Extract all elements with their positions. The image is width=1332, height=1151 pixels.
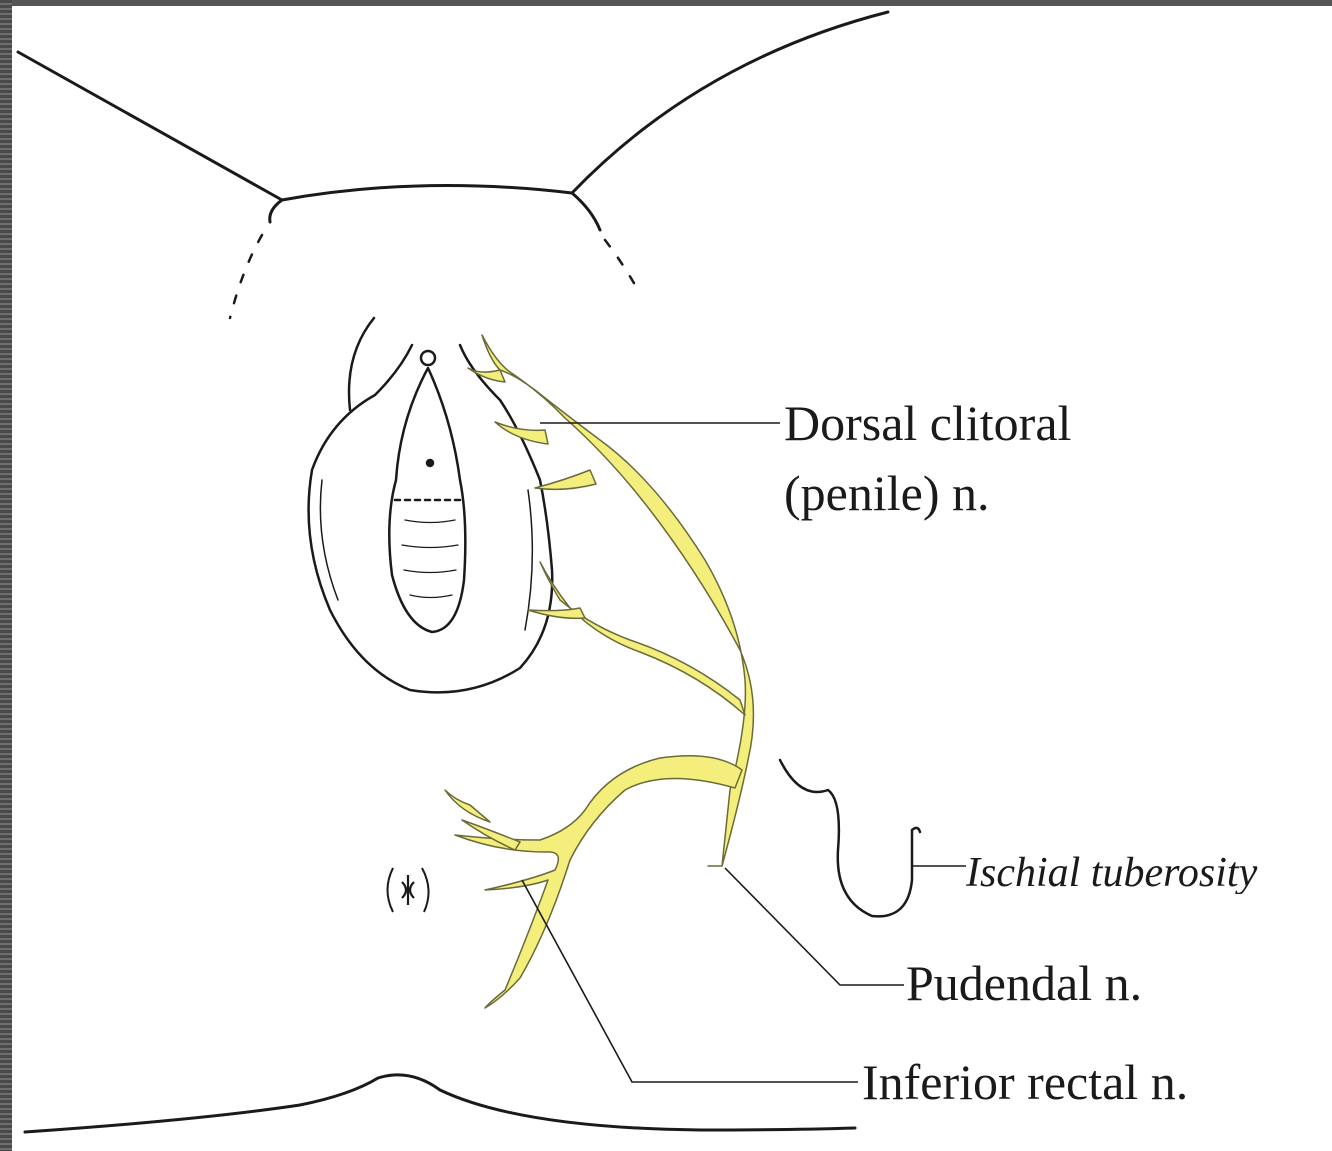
right-crease-dashed [605,240,638,290]
rectal-leader [522,880,858,1082]
vaginal-rugae [402,520,458,598]
ischial-tuberosity-outline [780,760,920,916]
anus-left-arc [388,868,394,912]
right-thigh-line [572,12,888,193]
left-crease-start [270,200,282,222]
label-ischial-tuberosity: Ischial tuberosity [966,852,1332,894]
left-thigh-line [18,52,282,200]
perineal-branch [535,470,596,489]
right-crease-start [572,193,600,230]
label-dorsal-penile: (penile) n. [784,468,989,518]
body-outline [18,12,888,1132]
rectal-twig-top [445,790,490,822]
vulva [309,318,553,692]
anus [388,868,429,912]
urethral-opening [427,460,433,466]
left-crease-dashed [230,235,262,318]
pudendal-leader [725,868,904,985]
crease-dashes [230,235,638,318]
label-dorsal-clitoral: Dorsal clitoral [784,398,1071,448]
mons-arc [349,318,374,410]
labia-left-shading [320,480,338,600]
clitoris [421,351,435,365]
label-pudendal-nerve: Pudendal n. [906,958,1142,1008]
pubic-line [282,185,572,200]
label-inferior-rectal-nerve: Inferior rectal n. [862,1057,1188,1107]
anus-right-arc [422,868,429,912]
nerves [445,335,753,1008]
dorsal-twig-1 [468,368,505,382]
buttock-line [25,1075,855,1132]
labia-right-shading [525,490,532,630]
anus-center [402,875,414,905]
labia-outline [309,345,553,692]
labial-twig [528,608,585,618]
inferior-rectal-branch [455,756,742,1008]
